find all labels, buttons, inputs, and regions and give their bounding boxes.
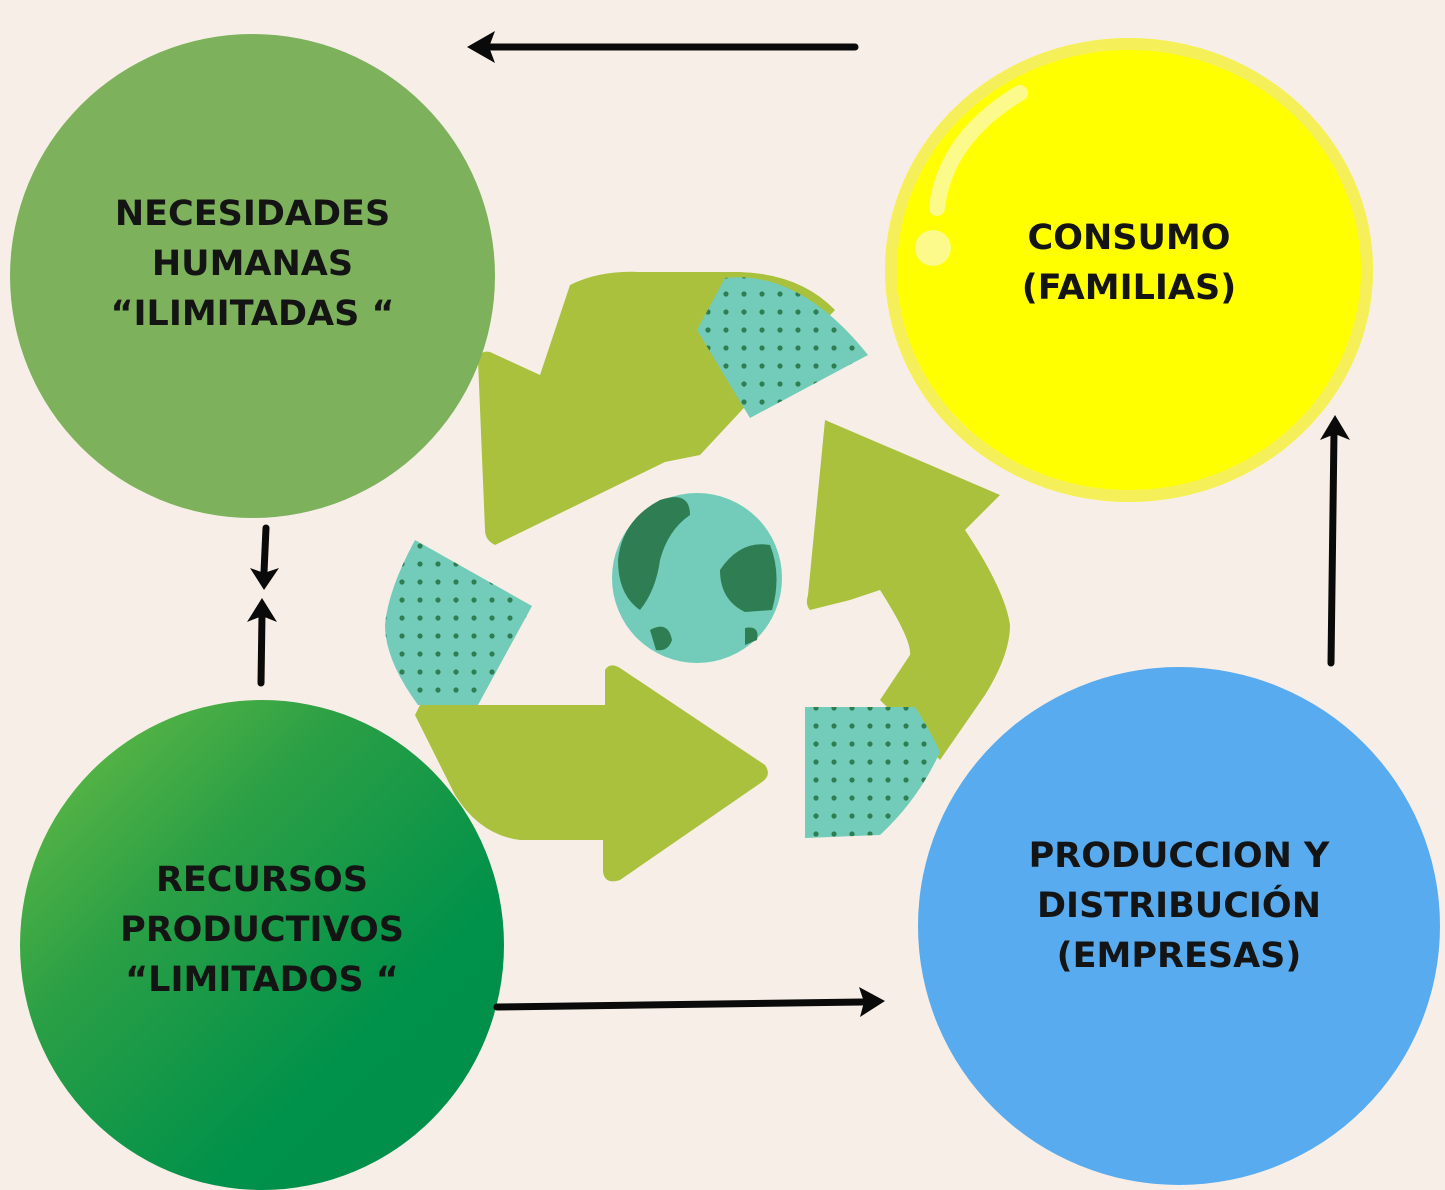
recycle-arrow-bottom — [415, 665, 768, 882]
recycle-arrow-right — [806, 420, 1010, 760]
node-necesidades-humanas: NECESIDADES HUMANAS “ILIMITADAS “ — [10, 34, 495, 518]
arrow-produccion-to-consumo — [1327, 428, 1338, 667]
arrowhead-left — [467, 31, 495, 63]
bubble-highlight — [915, 85, 1028, 266]
node-produccion-distribucion: PRODUCCION Y DISTRIBUCIÓN (EMPRESAS) — [918, 667, 1440, 1185]
recycle-dots-right — [805, 707, 940, 838]
arrowhead-down — [250, 568, 279, 590]
node-label-produccion: PRODUCCION Y DISTRIBUCIÓN (EMPRESAS) — [1028, 836, 1330, 976]
globe-icon — [612, 493, 782, 663]
arrowhead-up-left — [247, 598, 277, 622]
arrow-recursos-to-necesidades — [257, 611, 266, 687]
node-label-recursos: RECURSOS PRODUCTIVOS “LIMITADOS “ — [120, 860, 404, 1000]
arrowhead-up-right — [1320, 415, 1350, 440]
arrow-recursos-to-produccion — [493, 998, 866, 1011]
arrowhead-right — [859, 987, 885, 1017]
node-recursos-productivos: RECURSOS PRODUCTIVOS “LIMITADOS “ — [20, 700, 504, 1190]
arrow-necesidades-to-recursos — [260, 524, 270, 576]
node-label-necesidades: NECESIDADES HUMANAS “ILIMITADAS “ — [110, 193, 395, 334]
node-consumo: CONSUMO (FAMILIAS) — [885, 38, 1373, 502]
recycle-dots-top — [697, 277, 868, 418]
node-label-consumo: CONSUMO (FAMILIAS) — [1021, 217, 1237, 308]
recycle-dots-left — [385, 540, 532, 705]
